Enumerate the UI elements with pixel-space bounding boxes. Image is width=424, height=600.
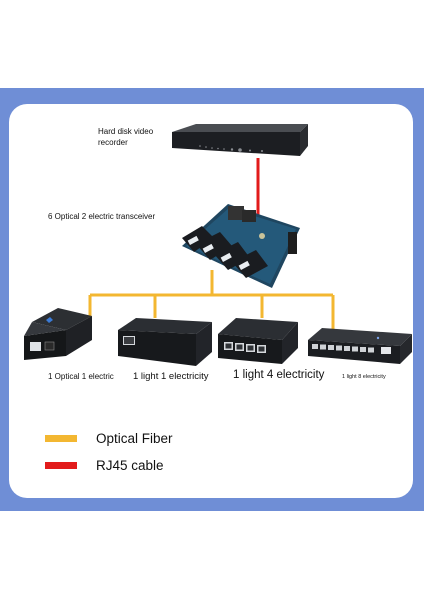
converter-1l1e-device	[118, 318, 212, 366]
converter-1l4e-device	[218, 318, 298, 364]
device-label-3: 1 light 4 electricity	[233, 369, 325, 381]
dvr-label: Hard disk video recorder	[98, 127, 154, 147]
converter-1o1e-device	[24, 308, 92, 360]
diagram-card	[9, 104, 413, 498]
optical-fiber-lines	[88, 270, 335, 330]
transceiver-board	[182, 204, 300, 288]
device-label-4: 1 light 8 electricity	[342, 374, 386, 380]
transceiver-label: 6 Optical 2 electric transceiver	[48, 212, 156, 221]
legend-swatch-rj45	[45, 462, 77, 469]
legend-swatch-fiber	[45, 435, 77, 442]
device-label-1: 1 Optical 1 electric	[48, 372, 114, 381]
dvr-device	[172, 124, 308, 156]
legend-label-rj45: RJ45 cable	[96, 458, 164, 473]
legend-label-fiber: Optical Fiber	[96, 431, 173, 446]
converter-1l8e-device	[308, 328, 412, 364]
device-label-2: 1 light 1 electricity	[133, 371, 209, 382]
